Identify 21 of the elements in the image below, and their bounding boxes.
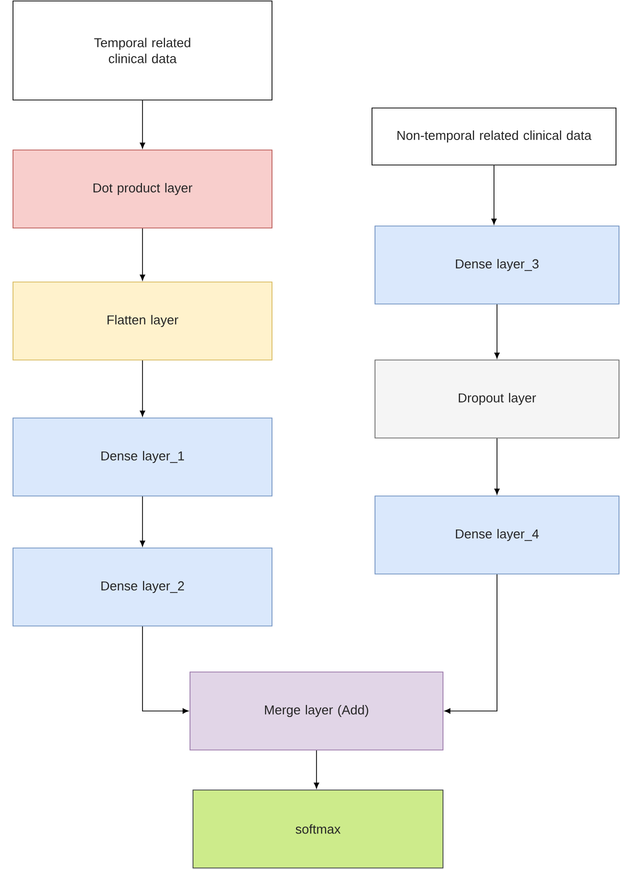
arrow — [494, 304, 500, 359]
layer-box: softmax — [192, 790, 444, 868]
arrow — [140, 228, 146, 281]
data-box: Non-temporal related clinical data — [372, 108, 616, 166]
arrow — [444, 574, 498, 714]
arrow — [142, 626, 189, 714]
layer-box: Dropout layer — [374, 360, 620, 438]
arrow — [140, 360, 146, 417]
arrow — [494, 438, 500, 495]
arrow — [140, 496, 146, 547]
arrow — [140, 100, 146, 149]
layer-box: Dense layer_1 — [12, 418, 272, 496]
layer-box: Dense layer_4 — [374, 496, 620, 574]
layer-box: Dot product layer — [12, 150, 272, 228]
arrow — [491, 165, 497, 225]
arrow — [314, 750, 320, 789]
data-box: Temporal related clinical data — [12, 0, 272, 100]
layer-box: Merge layer (Add) — [190, 672, 444, 750]
layer-box: Dense layer_3 — [374, 226, 620, 304]
layer-box: Dense layer_2 — [12, 548, 272, 626]
layer-box: Flatten layer — [12, 282, 272, 360]
